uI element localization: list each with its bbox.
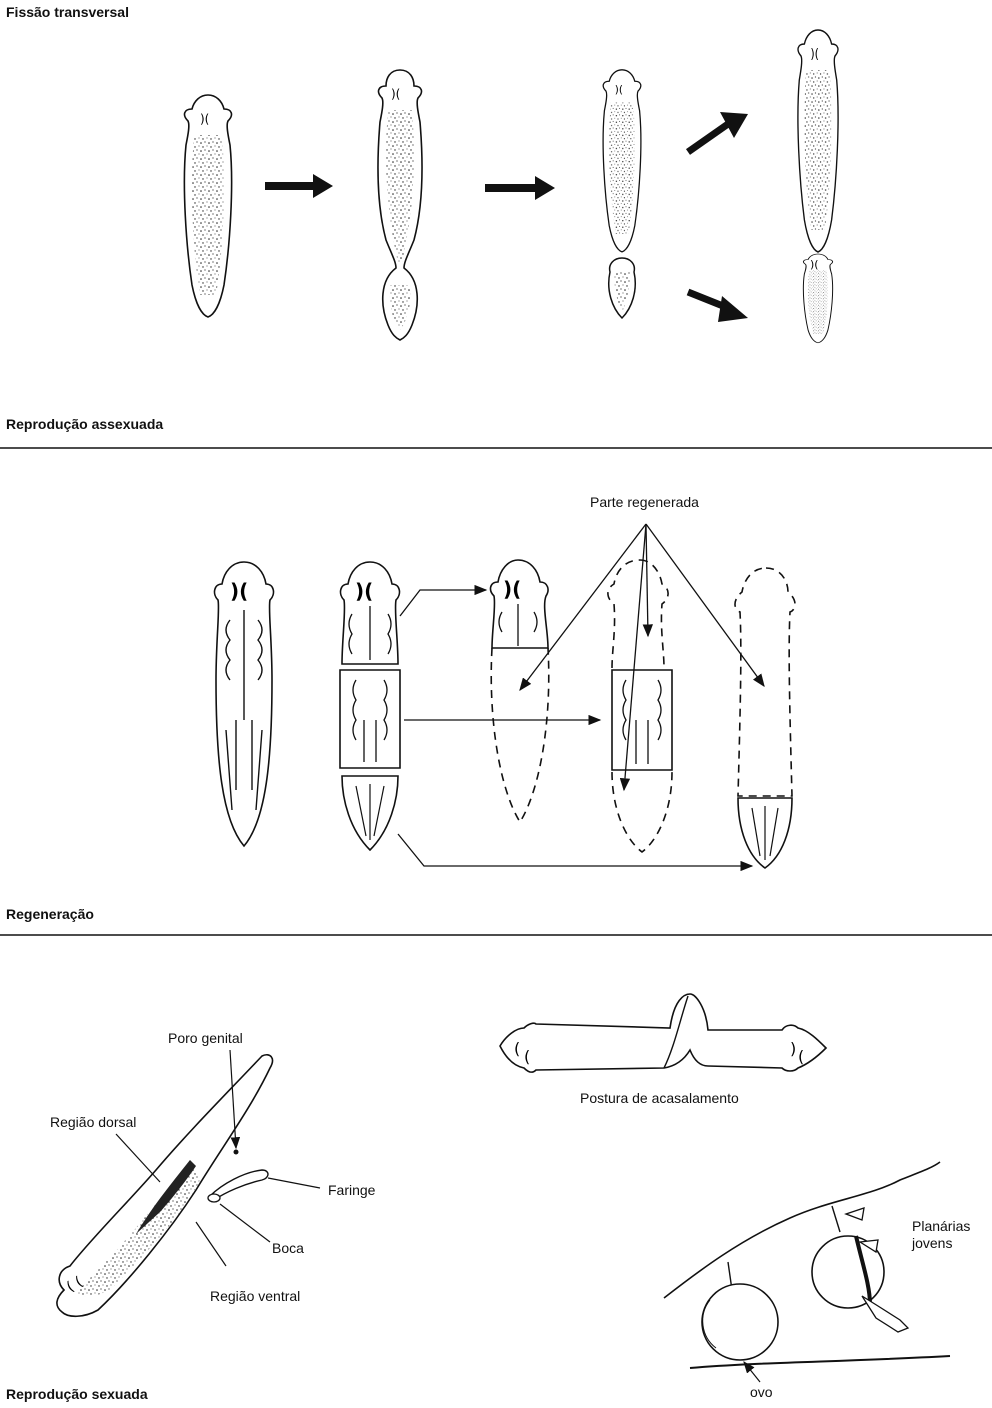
fission-stage-3-tail	[609, 258, 636, 318]
fission-stage-1: )(	[184, 95, 231, 317]
svg-text:)(: )(	[200, 112, 209, 126]
fission-arrow-2	[485, 176, 555, 200]
regeneration-tail-piece	[735, 568, 795, 868]
mouth-label: Boca	[272, 1240, 304, 1256]
fission-stage-2: )(	[378, 70, 422, 340]
asexual-title: Reprodução assexuada	[6, 416, 163, 432]
svg-text:(: (	[798, 1047, 804, 1066]
svg-text:)(: )(	[503, 577, 521, 601]
egg-cocoons-drawing	[664, 1162, 950, 1382]
svg-text:): )	[790, 1039, 796, 1058]
svg-text:)(: )(	[810, 46, 819, 61]
young-eyes: )(	[810, 258, 819, 271]
fission-arrow-up	[688, 112, 748, 152]
fission-stage-3-head: )(	[603, 70, 641, 252]
regeneration-head-piece: )(	[491, 560, 549, 822]
dorsal-region-label: Região dorsal	[50, 1114, 136, 1130]
svg-text:(: (	[524, 1047, 530, 1066]
regeneration-cut-worm: )(	[340, 562, 400, 850]
svg-text:)(: )(	[355, 579, 373, 603]
mating-posture-drawing: ( ( ) (	[500, 994, 826, 1072]
svg-text:)(: )(	[391, 87, 400, 101]
fission-stage-4-adult: )(	[798, 30, 838, 252]
sexual-title: Reprodução sexuada	[6, 1386, 148, 1402]
regeneration-title: Regeneração	[6, 906, 94, 922]
young-planarians-label-2: jovens	[912, 1235, 952, 1251]
fission-arrow-down	[688, 292, 748, 322]
fission-title: Fissão transversal	[6, 4, 129, 20]
young-planarians-label-1: Planárias	[912, 1218, 970, 1234]
svg-text:)(: )(	[230, 579, 248, 603]
regeneration-arrows	[398, 524, 764, 866]
svg-text:(: (	[514, 1039, 520, 1058]
sexual-worm-oblique: ( (	[57, 1055, 273, 1317]
ventral-region-label: Região ventral	[210, 1288, 300, 1304]
fission-arrow-1	[265, 174, 333, 198]
regeneration-whole-worm: )(	[215, 562, 274, 846]
egg-label: ovo	[750, 1384, 773, 1400]
genital-pore-label: Poro genital	[168, 1030, 243, 1046]
pharynx-label: Faringe	[328, 1182, 375, 1198]
regenerated-part-label: Parte regenerada	[590, 494, 699, 510]
svg-text:)(: )(	[615, 84, 623, 96]
mating-posture-label: Postura de acasalamento	[580, 1090, 739, 1106]
